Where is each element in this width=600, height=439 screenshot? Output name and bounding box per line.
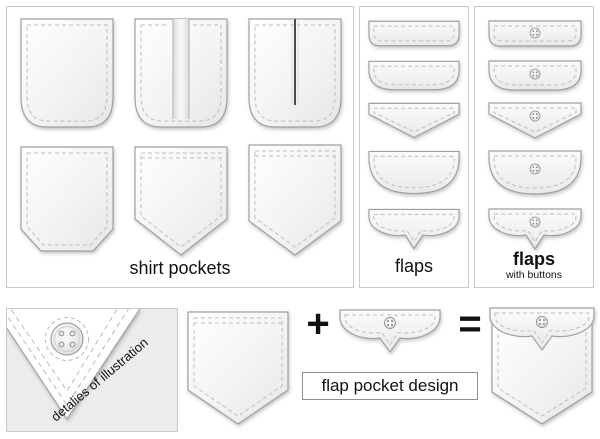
flaps-with-buttons-label: flaps with buttons xyxy=(475,249,593,281)
flap-round-button-icon xyxy=(488,150,582,195)
pleat-strip xyxy=(173,19,189,119)
caption-label: flap pocket design xyxy=(321,376,459,395)
flap-curved-button-icon xyxy=(488,60,582,91)
flap-round-icon xyxy=(368,150,460,195)
flap-pointed-button-icon xyxy=(488,102,582,139)
shirt-pockets-panel: shirt pockets xyxy=(6,6,354,288)
button-icon xyxy=(529,27,541,39)
formula-flap-icon xyxy=(339,309,441,354)
flap-scalloped-point-icon xyxy=(368,208,460,250)
flaps-with-buttons-panel: flaps with buttons xyxy=(474,6,594,288)
pocket-pointed-stitched-icon xyxy=(248,144,342,256)
pocket-plain-rounded-icon xyxy=(20,18,114,128)
detail-illustration-icon xyxy=(7,309,141,421)
detail-box: detalies of illustration xyxy=(6,308,178,432)
flaps-with-buttons-subtitle: with buttons xyxy=(505,269,563,281)
flap-pointed-icon xyxy=(368,102,460,139)
button-icon xyxy=(529,163,541,175)
flap-curved-icon xyxy=(368,60,460,91)
flap-rounded-corners-button-icon xyxy=(488,20,582,47)
button-detail-icon xyxy=(45,317,89,361)
button-icon xyxy=(384,317,396,329)
button-icon xyxy=(529,68,541,80)
pocket-center-slit-icon xyxy=(248,18,342,128)
flap-scalloped-point-button-icon xyxy=(488,208,582,251)
pocket-pointed-icon xyxy=(134,146,228,256)
flaps-panel: flaps xyxy=(359,6,469,288)
pocket-chamfered-icon xyxy=(20,146,114,252)
shirt-pockets-label: shirt pockets xyxy=(129,258,231,278)
flap-rounded-corners-icon xyxy=(368,20,460,47)
caption-box: flap pocket design xyxy=(302,372,478,400)
formula-pocket-icon xyxy=(187,311,289,425)
pocket-box-pleat-icon xyxy=(134,18,228,128)
button-icon xyxy=(529,216,541,228)
plus-sign: + xyxy=(306,302,330,346)
button-icon xyxy=(536,316,548,328)
flaps-with-buttons-title: flaps xyxy=(512,249,555,269)
flap-pocket-result-icon xyxy=(489,307,595,425)
button-icon xyxy=(529,110,541,122)
flap-corner-shape xyxy=(7,309,141,421)
flaps-label: flaps xyxy=(394,256,434,276)
equals-sign: = xyxy=(458,302,482,346)
